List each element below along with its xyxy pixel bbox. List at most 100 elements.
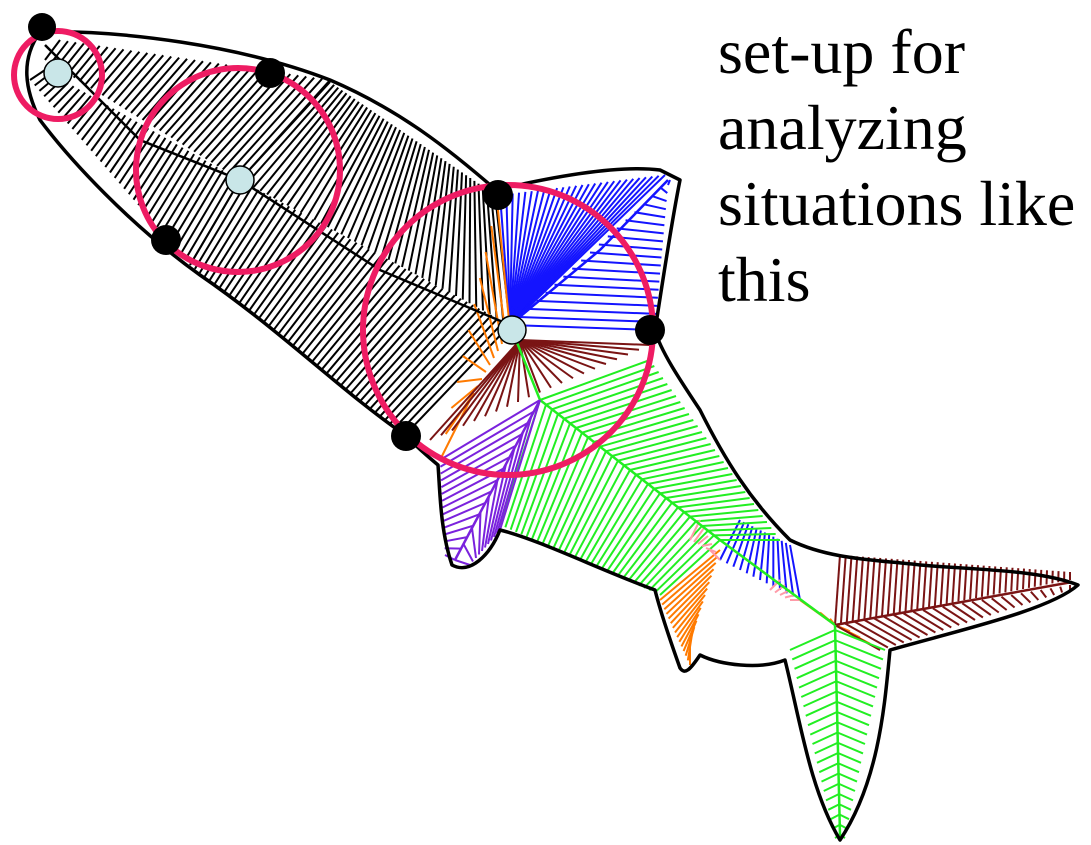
hatch-line: [701, 521, 768, 527]
hatch-line: [883, 615, 921, 639]
hatch-line: [293, 104, 364, 210]
hatch-line: [1027, 568, 1031, 588]
hatch-line: [518, 315, 656, 323]
hatch-line: [80, 104, 109, 141]
hatch-line: [942, 605, 968, 624]
hatch-line: [104, 121, 138, 168]
hatching-region-black: [29, 39, 511, 436]
hatch-line: [462, 355, 487, 373]
hatch-line: [886, 558, 893, 615]
hatch-line: [473, 180, 478, 307]
hatch-line: [404, 324, 511, 436]
hatch-line: [519, 339, 585, 375]
hatch-line: [481, 186, 491, 315]
hatch-line: [682, 620, 698, 652]
hatch-line: [836, 690, 874, 708]
hatch-line: [836, 711, 870, 727]
hatch-line: [384, 311, 487, 421]
hatch-line: [189, 179, 241, 266]
hatch-line: [442, 501, 486, 522]
hatch-line: [286, 101, 360, 206]
hatch-line: [394, 146, 426, 264]
hatch-line: [439, 399, 541, 461]
hatch-line: [223, 202, 284, 293]
hatch-line: [551, 371, 659, 411]
hatch-line: [107, 52, 149, 100]
hatch-line: [414, 155, 439, 275]
hatch-line: [825, 793, 840, 802]
hatch-line: [326, 118, 385, 228]
hatch-line: [634, 211, 666, 219]
hatch-line: [893, 614, 929, 636]
hatch-line: [184, 176, 236, 261]
hatch-line: [252, 87, 340, 188]
hatch-line: [454, 559, 471, 566]
hatch-line: [379, 307, 481, 417]
hatch-line: [697, 535, 709, 545]
skeleton-branch: [508, 324, 836, 627]
hatch-line: [827, 803, 840, 811]
hatch-line: [599, 419, 694, 448]
hatch-line: [812, 731, 838, 745]
hatch-line: [800, 680, 837, 698]
hatch-line: [912, 610, 944, 631]
hatch-line: [316, 265, 401, 367]
caption-text: set-up for analyzing situations like thi…: [718, 14, 1088, 318]
hatching-region-purple: [439, 399, 541, 566]
hatch-line: [873, 617, 913, 641]
hatch-line: [671, 491, 746, 504]
hatch-line: [146, 150, 190, 217]
hatch-line: [199, 71, 276, 156]
hatch-line: [621, 506, 679, 580]
hatch-line: [932, 607, 960, 626]
hatch-line: [637, 520, 697, 587]
hatch-line: [170, 65, 236, 139]
hatch-line: [509, 193, 514, 326]
hatch-line: [272, 95, 352, 199]
hatch-line: [233, 209, 297, 301]
hatch-line: [693, 527, 705, 543]
hatch-line: [677, 497, 750, 509]
hatch-line: [333, 121, 389, 232]
hatch-line: [468, 178, 472, 304]
hatch-line: [262, 228, 333, 324]
hatch-line: [809, 721, 838, 736]
hatch-line: [814, 741, 839, 755]
hatch-line: [164, 64, 228, 135]
hatch-line: [193, 69, 268, 153]
hatch-line: [579, 469, 631, 561]
hatch-line: [421, 158, 443, 279]
hatch-line: [552, 446, 601, 549]
hatch-line: [745, 528, 758, 574]
hatch-line: [434, 163, 451, 286]
hatch-line: [246, 84, 335, 185]
hatch-line: [623, 443, 711, 467]
hatch-line: [353, 129, 402, 243]
hatch-line: [228, 205, 290, 297]
hatch-line: [330, 274, 419, 378]
hatch-line: [821, 772, 839, 783]
hatch-line: [370, 301, 468, 409]
hatch-line: [971, 600, 992, 616]
hatch-line: [665, 485, 742, 499]
hatch-line: [838, 782, 856, 792]
hatch-line: [587, 407, 685, 439]
hatch-line: [461, 175, 468, 300]
hatch-line: [834, 629, 886, 651]
hatch-line: [707, 527, 772, 532]
hatch-line: [78, 46, 109, 82]
hatch-line: [837, 752, 862, 764]
hatch-line: [187, 68, 260, 149]
hatch-line: [845, 555, 853, 623]
hatch-line: [279, 98, 356, 203]
disk-center-point: [43, 58, 73, 88]
hatch-line: [659, 549, 721, 601]
hatch-line: [818, 762, 839, 774]
hatch-line: [863, 619, 905, 644]
hatch-line: [340, 281, 431, 386]
hatch-line: [123, 134, 161, 190]
hatch-line: [1039, 589, 1048, 599]
hatching-region-blue: [499, 174, 801, 601]
hatch-line: [834, 639, 884, 661]
hatch-line: [922, 609, 952, 629]
